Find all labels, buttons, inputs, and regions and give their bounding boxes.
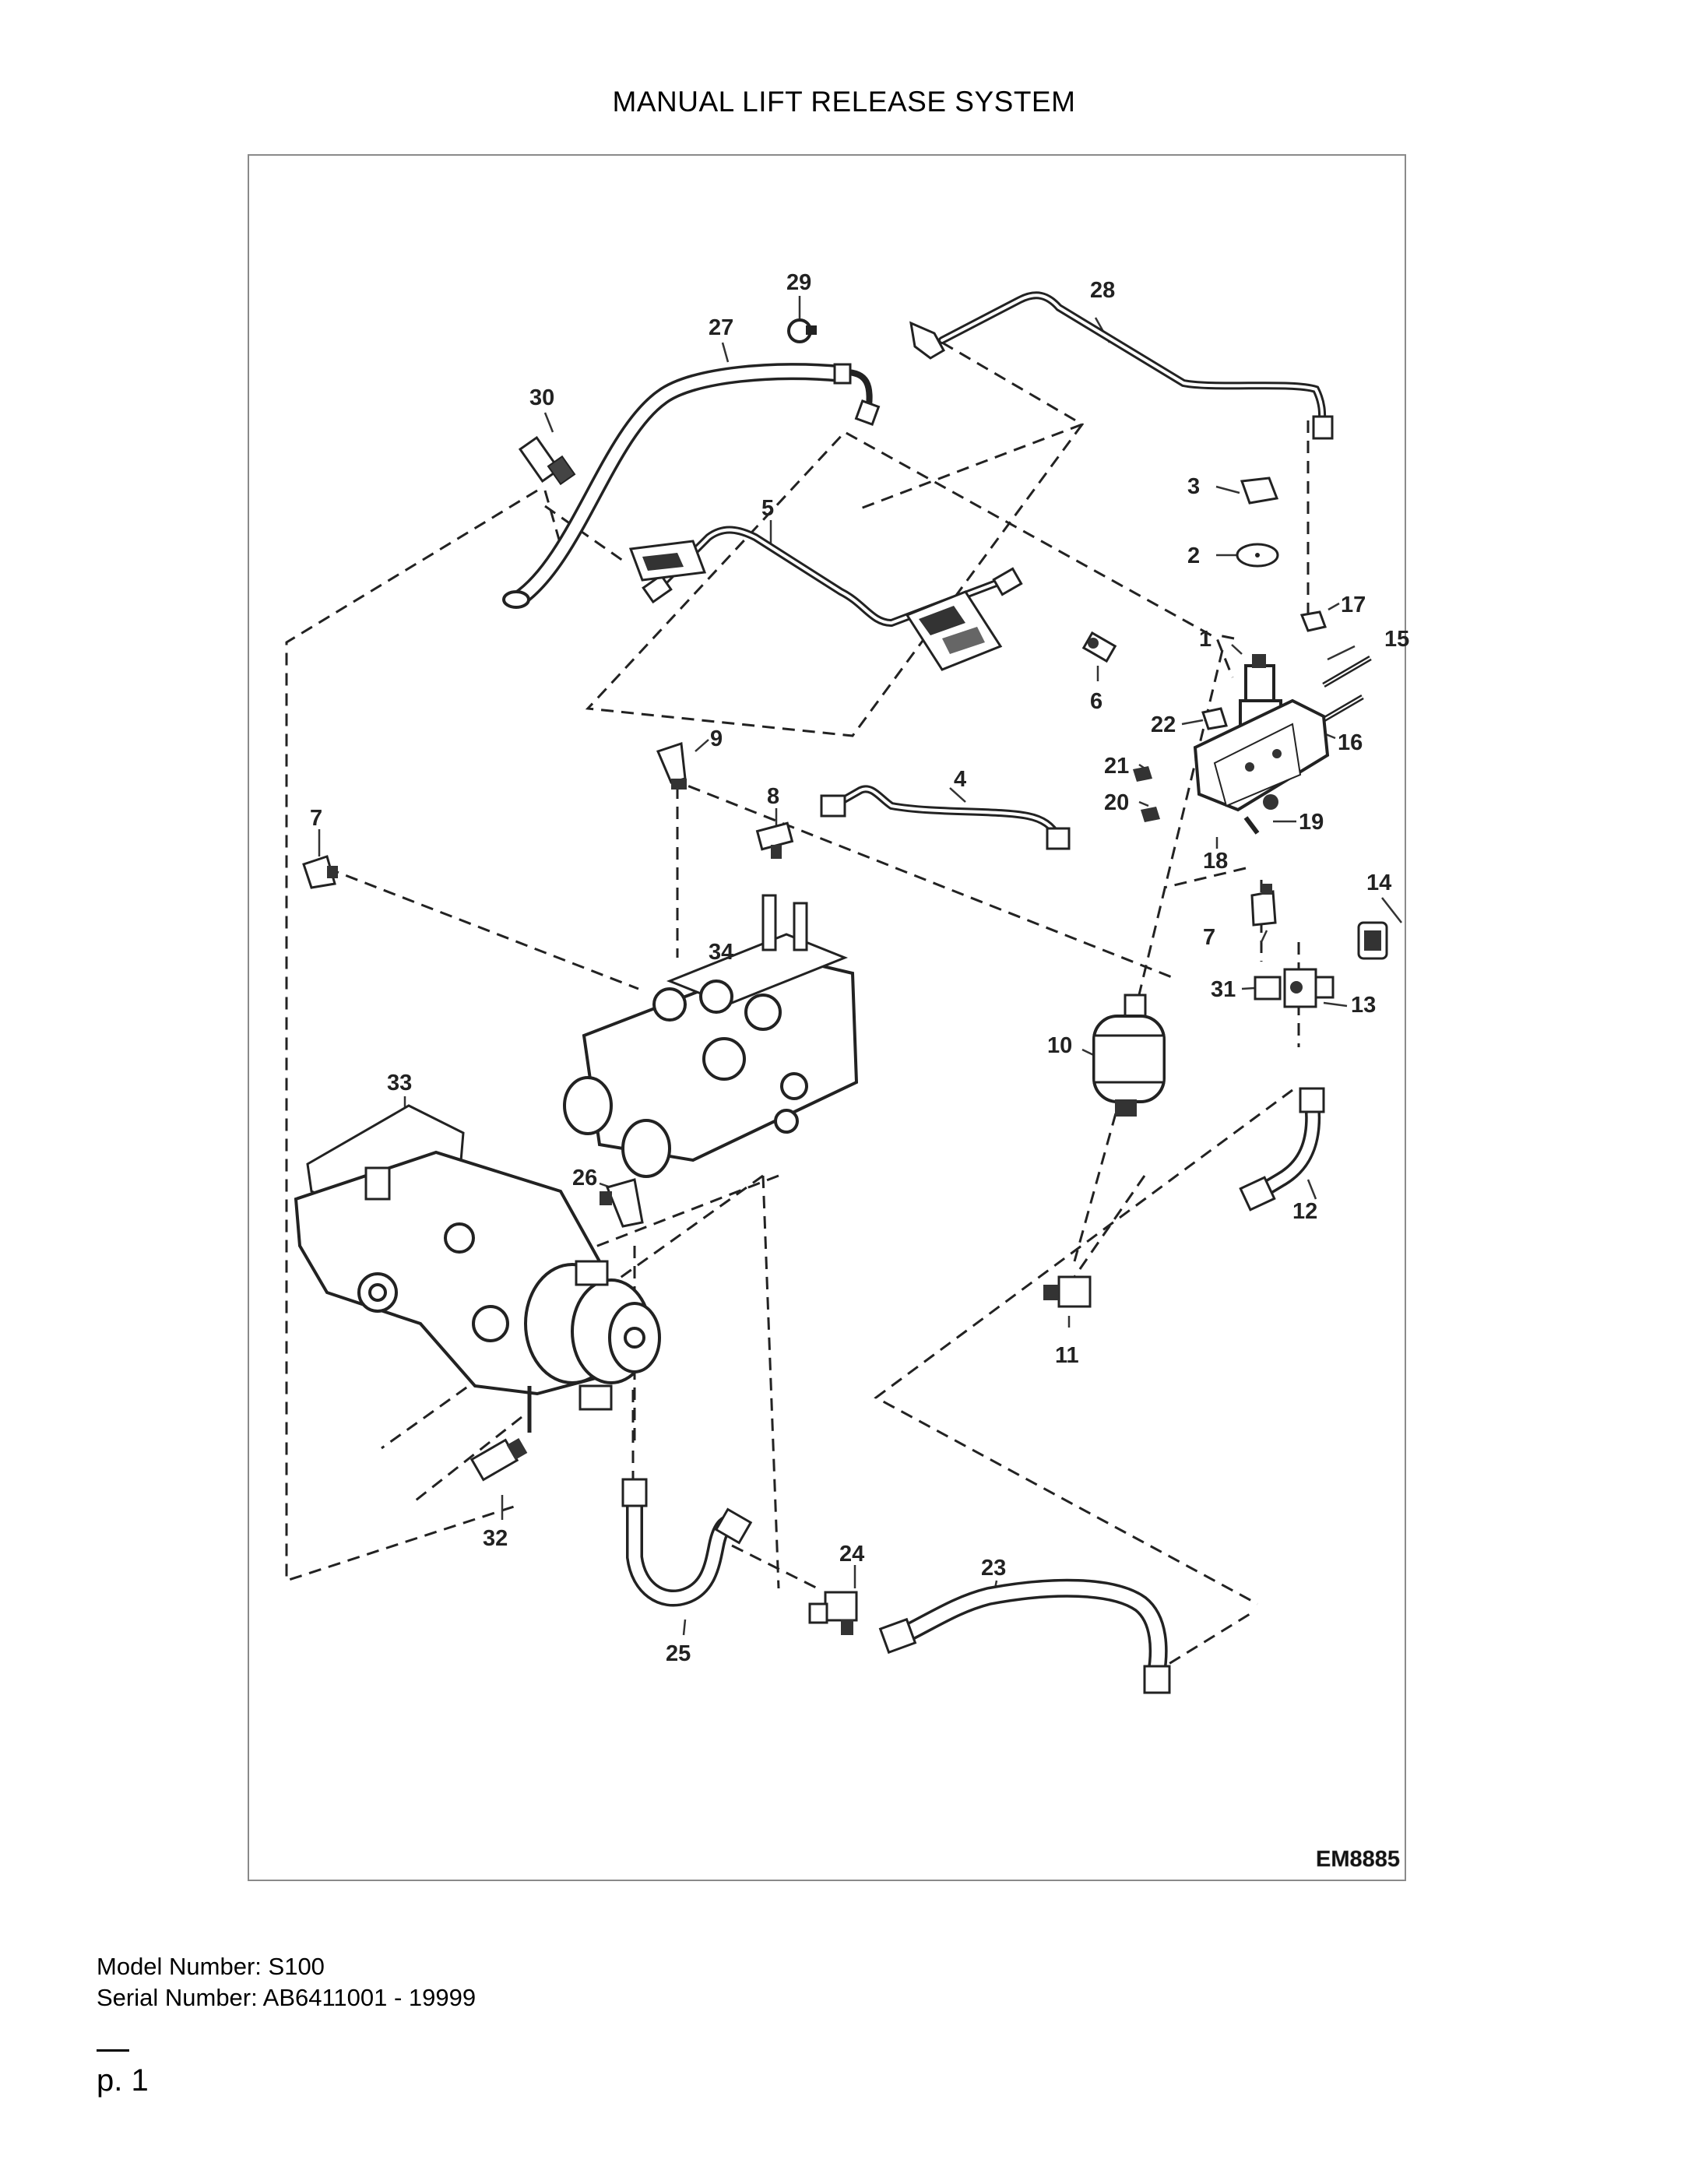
callout-29: 29 <box>786 270 811 295</box>
tube-28 <box>909 291 1334 440</box>
tee-13 <box>1283 968 1335 1008</box>
serial-number: Serial Number: AB6411001 - 19999 <box>97 1984 477 2011</box>
pump-33 <box>294 1104 661 1433</box>
diagram-frame <box>248 154 1406 1881</box>
fitting-14 <box>1357 921 1388 960</box>
callout-26: 26 <box>572 1166 597 1190</box>
hose-23 <box>878 1578 1171 1694</box>
filter-10 <box>1092 994 1166 1117</box>
fitting-6 <box>1081 631 1117 663</box>
callout-33: 33 <box>387 1071 412 1096</box>
seal-2 <box>1236 543 1279 568</box>
callout-34: 34 <box>709 940 733 965</box>
diagram-code: EM8885 <box>1316 1847 1400 1872</box>
callout-leader-lines <box>318 296 1402 1636</box>
callout-20: 20 <box>1104 790 1129 815</box>
callout-32: 32 <box>483 1526 508 1551</box>
nut-20 <box>1141 807 1160 822</box>
callout-22: 22 <box>1151 712 1176 737</box>
elbow-7a <box>302 855 338 889</box>
dashed-connection-lines <box>285 341 1310 1676</box>
fitting-8 <box>755 821 794 859</box>
callout-11: 11 <box>1055 1343 1079 1368</box>
page-number: p. 1 <box>97 2063 149 2098</box>
callout-5: 5 <box>761 496 774 521</box>
callout-10: 10 <box>1047 1033 1072 1058</box>
callout-25: 25 <box>666 1641 691 1666</box>
nut-22 <box>1201 707 1228 730</box>
elbow-26 <box>600 1178 644 1228</box>
callout-21: 21 <box>1104 754 1129 779</box>
callout-9: 9 <box>710 726 723 751</box>
cap-3 <box>1240 477 1279 505</box>
bracket-18 <box>1193 698 1330 812</box>
callout-12: 12 <box>1292 1199 1317 1224</box>
callout-3: 3 <box>1187 474 1200 499</box>
callout-numbers: 1 2 3 4 5 6 7 7 8 9 10 11 12 13 14 15 16… <box>310 270 1409 1666</box>
control-valve-34 <box>563 894 859 1178</box>
callout-15: 15 <box>1384 627 1409 652</box>
callout-14: 14 <box>1366 870 1391 895</box>
callout-8: 8 <box>767 784 779 809</box>
hose-12 <box>1239 1087 1325 1212</box>
callout-7a: 7 <box>310 806 322 831</box>
callout-17: 17 <box>1341 593 1366 617</box>
callout-2: 2 <box>1187 543 1200 568</box>
elbow-7b <box>1250 884 1277 927</box>
fitting-32 <box>469 1437 528 1482</box>
callout-24: 24 <box>839 1542 864 1567</box>
callout-6: 6 <box>1090 689 1102 714</box>
callout-18: 18 <box>1203 849 1228 874</box>
tube-5 <box>642 526 1023 628</box>
tee-24 <box>808 1591 858 1635</box>
callout-31: 31 <box>1211 977 1236 1002</box>
bolt-19 <box>1243 794 1278 835</box>
callout-19: 19 <box>1299 810 1324 835</box>
callout-16: 16 <box>1338 730 1363 755</box>
tube-4 <box>820 785 1071 850</box>
page-divider <box>97 2049 129 2052</box>
nut-31 <box>1254 976 1282 1001</box>
nut-17 <box>1299 610 1327 632</box>
tag-label-5a <box>628 540 707 582</box>
model-number: Model Number: S100 <box>97 1953 325 1980</box>
callout-13: 13 <box>1351 993 1376 1018</box>
hose-25 <box>621 1478 753 1607</box>
callout-1: 1 <box>1199 627 1211 652</box>
tee-11 <box>1043 1275 1092 1308</box>
callout-30: 30 <box>529 385 554 410</box>
callout-28: 28 <box>1090 278 1115 303</box>
tag-label-5b <box>905 590 1003 671</box>
elbow-9 <box>656 741 687 790</box>
fitting-30 <box>518 435 576 486</box>
callout-27: 27 <box>709 315 733 340</box>
hose-27 <box>502 363 881 609</box>
page-title: MANUAL LIFT RELEASE SYSTEM <box>612 86 1076 118</box>
callout-23: 23 <box>981 1556 1006 1581</box>
clamp-29 <box>787 318 817 343</box>
nut-21 <box>1133 766 1152 782</box>
callout-4: 4 <box>954 767 966 792</box>
callout-7b: 7 <box>1203 925 1215 950</box>
bolt-15 <box>1322 655 1372 688</box>
